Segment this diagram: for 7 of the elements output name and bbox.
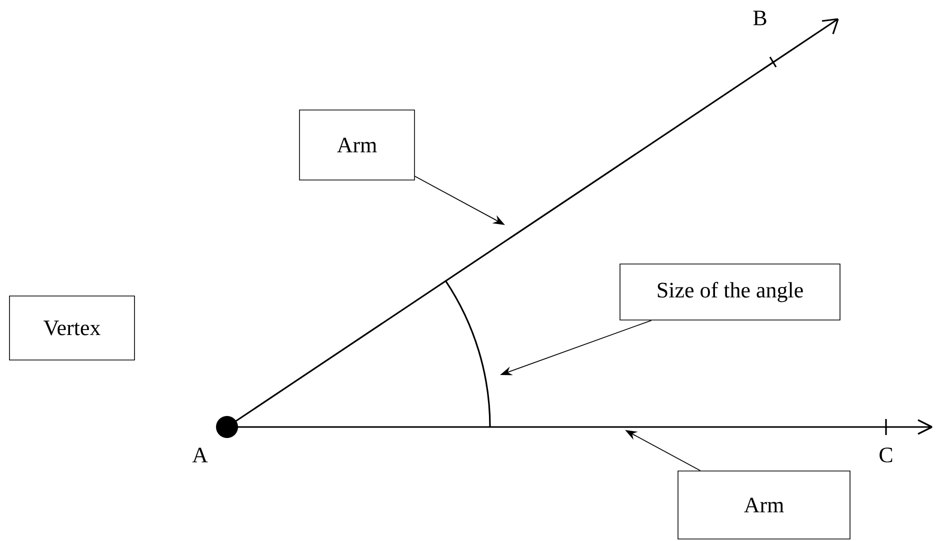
label-box: Size of the angle xyxy=(620,264,840,320)
label-box: Arm xyxy=(299,110,415,180)
label-box: Arm xyxy=(678,470,850,540)
point-label: C xyxy=(880,448,892,462)
point-label: B xyxy=(753,10,766,26)
label-box: Vertex xyxy=(9,296,135,360)
point-label: A xyxy=(192,448,208,462)
